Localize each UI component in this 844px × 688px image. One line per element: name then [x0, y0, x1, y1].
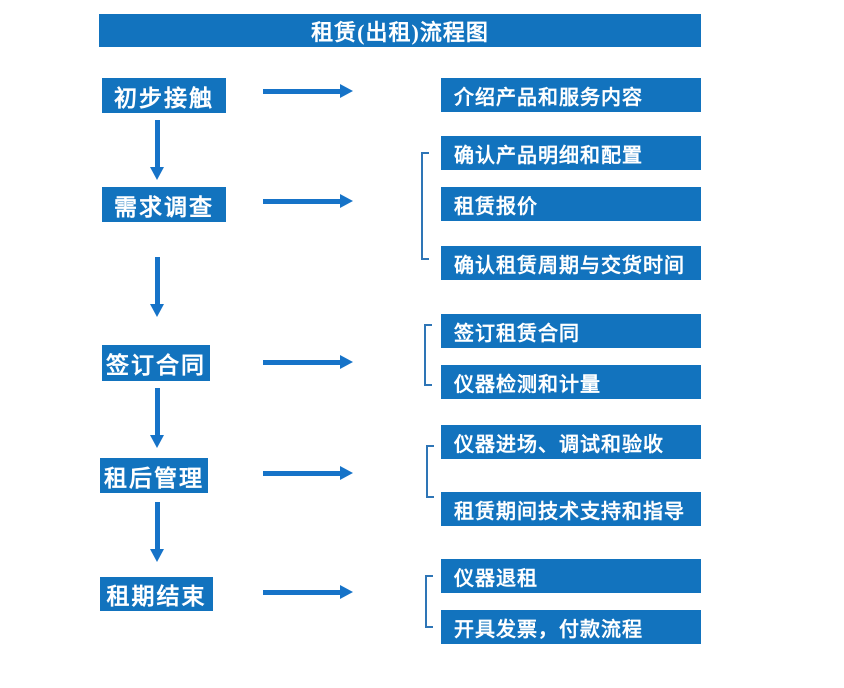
group-bracket-lease-end	[425, 575, 433, 628]
detail-box-technical-support: 租赁期间技术支持和指导	[441, 492, 701, 526]
step-box-demand-survey: 需求调查	[102, 187, 226, 222]
arrow-right-icon-5	[263, 585, 353, 599]
detail-box-confirm-product-details: 确认产品明细和配置	[441, 136, 701, 170]
detail-box-instrument-return: 仪器退租	[441, 559, 701, 593]
arrow-down-icon-4	[150, 502, 164, 562]
arrow-right-icon-4	[263, 466, 353, 480]
step-box-sign-contract: 签订合同	[102, 345, 210, 381]
step-box-lease-end: 租期结束	[100, 577, 213, 611]
detail-box-instrument-setup-acceptance: 仪器进场、调试和验收	[441, 425, 701, 459]
arrow-down-icon-2	[150, 257, 164, 317]
group-bracket-sign-contract	[424, 324, 432, 386]
detail-box-instrument-inspection: 仪器检测和计量	[441, 365, 701, 399]
arrow-down-icon-3	[150, 388, 164, 448]
arrow-right-icon-3	[263, 355, 353, 369]
group-bracket-demand-survey	[421, 152, 429, 260]
arrow-right-icon-2	[263, 194, 353, 208]
group-bracket-post-rental-management	[426, 445, 434, 498]
detail-box-confirm-rental-period: 确认租赁周期与交货时间	[441, 246, 701, 280]
step-box-initial-contact: 初步接触	[102, 78, 226, 113]
detail-box-invoice-payment: 开具发票，付款流程	[441, 610, 701, 644]
flowchart-title: 租赁(出租)流程图	[99, 14, 701, 47]
arrow-down-icon-1	[150, 120, 164, 180]
arrow-right-icon-1	[263, 84, 353, 98]
detail-box-rental-quote: 租赁报价	[441, 187, 701, 221]
step-box-post-rental-management: 租后管理	[100, 458, 208, 493]
detail-box-sign-rental-contract: 签订租赁合同	[441, 314, 701, 348]
detail-box-introduce-products: 介绍产品和服务内容	[441, 78, 701, 112]
